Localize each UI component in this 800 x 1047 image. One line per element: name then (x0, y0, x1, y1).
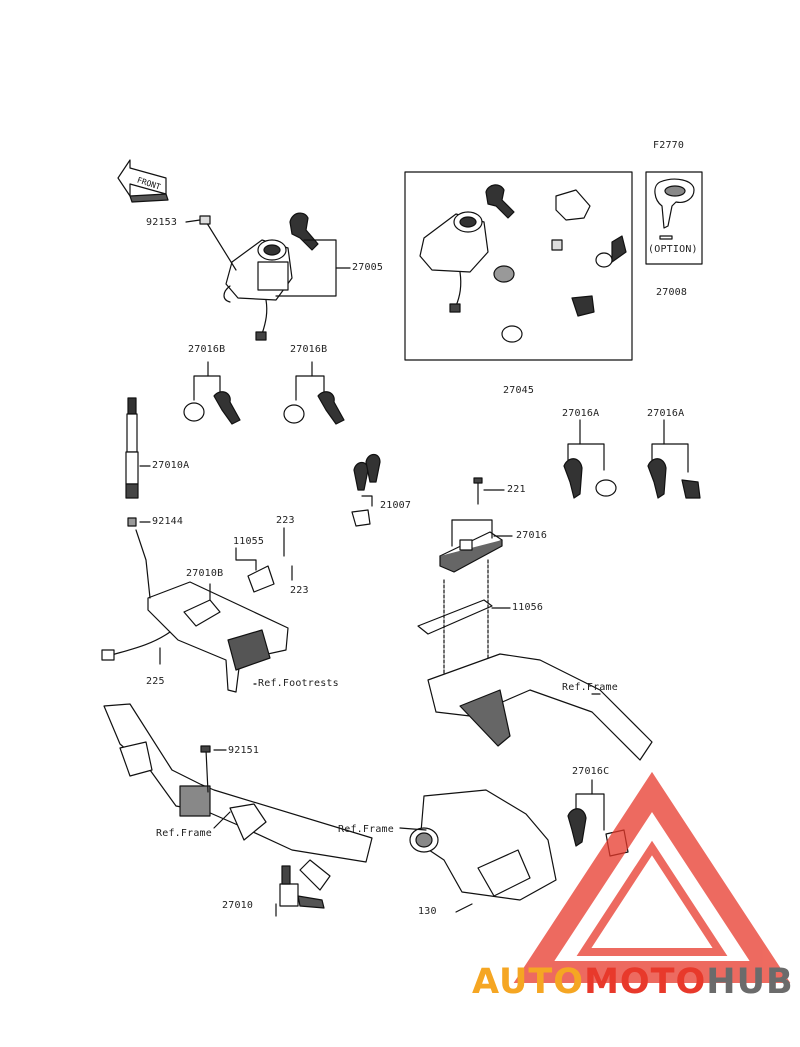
key-set-27016a-2 (647, 419, 701, 499)
part-label-27045[interactable]: 27045 (503, 385, 535, 396)
key-set-27016b-1 (183, 361, 241, 425)
part-label-92153[interactable]: 92153 (146, 217, 178, 228)
part-label-27010[interactable]: 27010 (222, 900, 254, 911)
part-label-92144[interactable]: 92144 (152, 516, 184, 527)
frame-section-left-icon (103, 703, 373, 891)
kit-key-icon (485, 184, 515, 219)
ignition-switch-icon (223, 239, 293, 341)
part-label-221[interactable]: 221 (507, 484, 526, 495)
ref-footrests-label[interactable]: Ref.Footrests (258, 678, 339, 689)
ref-frame-label-2[interactable]: Ref.Frame (156, 828, 212, 839)
key-set-27016a-1 (563, 419, 617, 499)
front-arrow-icon (117, 159, 169, 203)
frame-section-right-icon (427, 653, 653, 761)
watermark-moto: MOTO (584, 962, 707, 1002)
keys-21007-icon (351, 453, 381, 527)
part-label-225[interactable]: 225 (146, 676, 165, 687)
part-label-27016[interactable]: 27016 (516, 530, 548, 541)
switch-27010-icon (279, 865, 325, 909)
switch-27010a-icon (125, 397, 139, 527)
option-label: (OPTION) (648, 244, 698, 255)
diagram-code: F2770 (653, 140, 685, 151)
ref-frame-label-1[interactable]: Ref.Frame (562, 682, 618, 693)
part-label-27008[interactable]: 27008 (656, 287, 688, 298)
watermark-logo-icon (513, 771, 791, 983)
part-label-27016a-1[interactable]: 27016A (562, 408, 600, 419)
part-label-27016c[interactable]: 27016C (572, 766, 610, 777)
blank-key-icon (654, 178, 695, 240)
part-label-130[interactable]: 130 (418, 906, 437, 917)
kit-fuel-cap-lock-icon (555, 189, 591, 221)
ref-frame-label-3[interactable]: Ref.Frame (338, 824, 394, 835)
switch-bracket-27016-icon (439, 531, 503, 573)
part-label-27016b-1[interactable]: 27016B (188, 344, 226, 355)
part-label-11056[interactable]: 11056 (512, 602, 544, 613)
part-label-27005[interactable]: 27005 (352, 262, 384, 273)
kit-seat-lock-icon (493, 265, 515, 283)
part-label-27016a-2[interactable]: 27016A (647, 408, 685, 419)
part-label-11055[interactable]: 11055 (233, 536, 265, 547)
part-label-21007[interactable]: 21007 (380, 500, 412, 511)
part-label-223-2[interactable]: 223 (290, 585, 309, 596)
part-label-27016b-2[interactable]: 27016B (290, 344, 328, 355)
watermark-text: AUTOMOTOHUB (472, 962, 794, 1002)
key-icon (289, 212, 319, 251)
kit-ignition-switch-icon (419, 211, 489, 313)
bracket-11056-icon (417, 599, 493, 635)
switch-bracket-left-icon (147, 581, 289, 693)
frame-section-lower-right-icon (409, 789, 557, 901)
key-set-27016b-2 (283, 361, 345, 425)
watermark-auto: AUTO (472, 962, 585, 1002)
watermark-hub: HUB (706, 962, 794, 1002)
part-label-27010b[interactable]: 27010B (186, 568, 224, 579)
part-label-223-1[interactable]: 223 (276, 515, 295, 526)
part-label-27010a[interactable]: 27010A (152, 460, 190, 471)
bracket-11055-icon (247, 565, 275, 593)
part-label-92151[interactable]: 92151 (228, 745, 260, 756)
